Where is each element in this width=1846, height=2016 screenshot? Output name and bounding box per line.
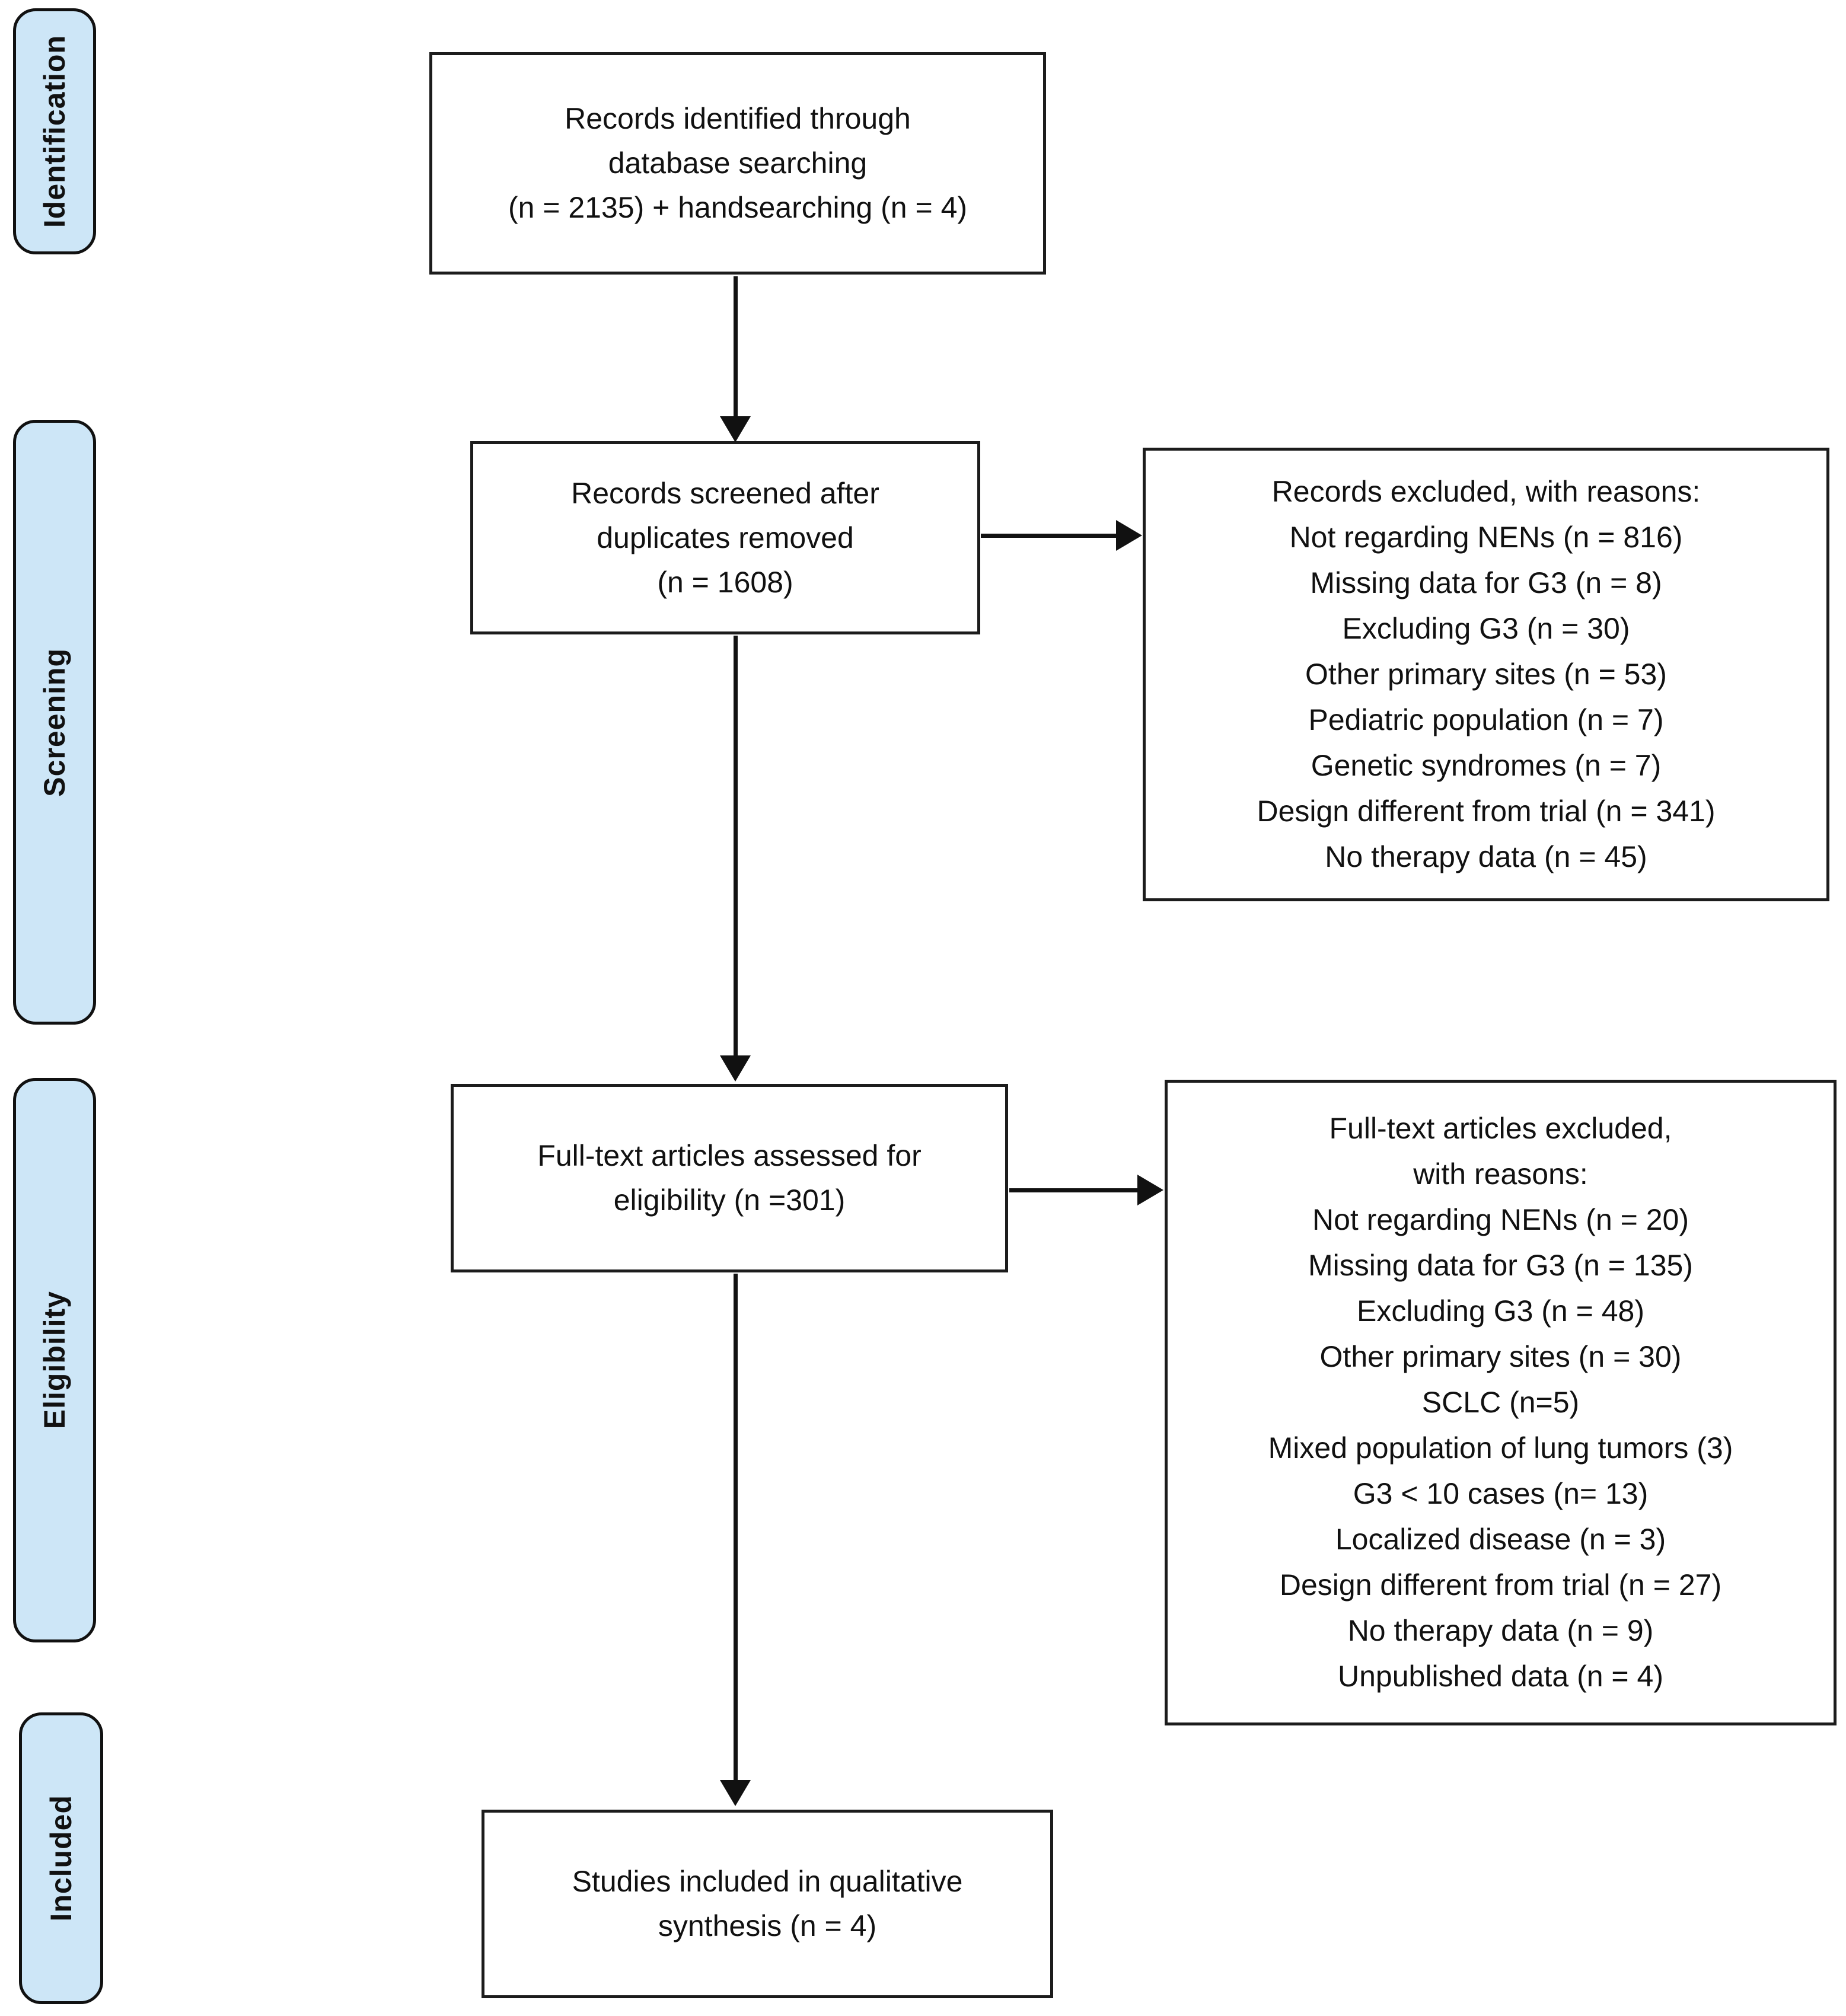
arrow-head-right-icon [1116,520,1142,551]
box-records-screened-text: Records screened after duplicates remove… [571,476,879,599]
stage-tab-eligibility: Eligibility [13,1078,96,1642]
arrow-head-down-icon [720,416,751,442]
box-fulltext-assessed: Full-text articles assessed for eligibil… [451,1084,1008,1272]
stage-tab-identification: Identification [13,8,96,254]
stage-tab-included: Included [19,1712,103,2004]
box-records-identified-text: Records identified through database sear… [508,102,968,224]
arrow-head-down-icon [720,1780,751,1806]
stage-label-eligibility: Eligibility [38,1291,71,1430]
box-studies-included-text: Studies included in qualitative synthesi… [572,1865,963,1942]
box-records-excluded: Records excluded, with reasons: Not rega… [1143,448,1829,901]
arrow-line [734,276,738,419]
box-records-identified: Records identified through database sear… [429,52,1046,275]
arrow-line [734,1274,738,1782]
stage-label-screening: Screening [38,647,71,797]
box-fulltext-excluded: Full-text articles excluded, with reason… [1165,1080,1837,1725]
stage-label-included: Included [44,1795,78,1922]
box-fulltext-assessed-text: Full-text articles assessed for eligibil… [537,1139,922,1217]
arrow-line [734,636,738,1058]
arrow-head-down-icon [720,1055,751,1082]
box-records-excluded-text: Records excluded, with reasons: Not rega… [1257,475,1716,873]
box-studies-included: Studies included in qualitative synthesi… [482,1810,1053,1998]
arrow-line [981,534,1117,538]
stage-tab-screening: Screening [13,420,96,1025]
box-fulltext-excluded-text: Full-text articles excluded, with reason… [1268,1112,1733,1693]
arrow-head-right-icon [1137,1175,1163,1205]
box-records-screened: Records screened after duplicates remove… [470,441,980,634]
arrow-line [1009,1188,1139,1192]
stage-label-identification: Identification [38,34,71,228]
